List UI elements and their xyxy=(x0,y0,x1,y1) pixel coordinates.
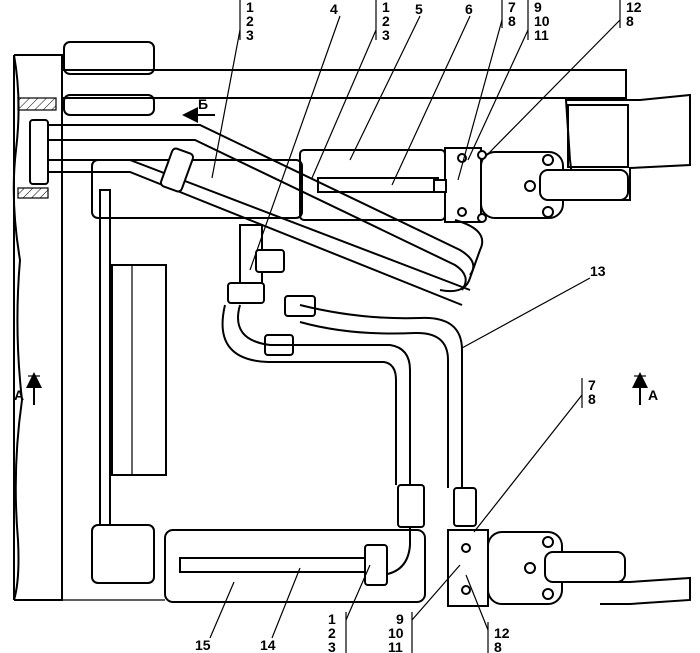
lower-cylinder-body xyxy=(164,529,426,603)
upper-bolt-1 xyxy=(542,154,554,166)
label-top-a-1: 1 xyxy=(246,0,254,15)
lower-cylinder-rod xyxy=(179,557,381,573)
label-bottom91011-11: 11 xyxy=(388,639,403,653)
lower-right-mount xyxy=(568,576,691,605)
hose-lower-left xyxy=(237,304,411,485)
top-rail-bracket-lower xyxy=(63,94,155,116)
marker-a-right: А xyxy=(648,387,658,403)
leader-b xyxy=(311,29,377,179)
hose-upper-3 xyxy=(40,159,471,291)
fitting-lower-1 xyxy=(397,484,425,528)
upper-bolt-3 xyxy=(524,180,536,192)
leader-bottom91011 xyxy=(411,564,461,621)
leader-78 xyxy=(457,19,503,181)
fitting-2 xyxy=(227,282,265,304)
fitting-1 xyxy=(255,249,285,273)
lower-cylinder-head xyxy=(447,529,489,607)
left-frame-outline xyxy=(12,54,24,601)
upper-nut xyxy=(433,179,447,193)
frame-hatch-top xyxy=(17,97,57,111)
label-bottom128-12: 12 xyxy=(494,625,510,641)
top-rail xyxy=(61,69,627,99)
label-top-b-1: 1 xyxy=(382,0,390,15)
leader-15 xyxy=(209,581,235,639)
label-mid78-8: 8 xyxy=(588,391,596,407)
leader-13 xyxy=(461,277,591,349)
label-bottom123-1: 1 xyxy=(328,611,336,627)
hose-13-a xyxy=(299,304,463,488)
leader-a xyxy=(211,29,241,179)
lower-clamp xyxy=(364,544,388,586)
side-plate xyxy=(111,264,167,476)
upper-bolt-5 xyxy=(457,207,467,217)
label-13: 13 xyxy=(590,263,606,279)
leader-mid78 xyxy=(473,394,583,533)
upper-bolt-6 xyxy=(477,150,487,160)
label-top-128-8: 8 xyxy=(626,13,634,29)
lower-left-block xyxy=(91,524,155,584)
label-top-a-3: 3 xyxy=(246,27,254,43)
label-4: 4 xyxy=(330,1,338,17)
upper-bolt-2 xyxy=(542,206,554,218)
leader-14 xyxy=(271,567,301,639)
hose-13-b xyxy=(299,321,449,488)
left-small-bracket xyxy=(29,119,49,185)
label-top-91011-10: 10 xyxy=(534,13,550,29)
label-top-78-7: 7 xyxy=(508,0,516,15)
leader-bottom128 xyxy=(465,574,489,631)
vertical-beam xyxy=(99,189,111,531)
frame-hatch-mid xyxy=(17,187,49,199)
lower-bolt-3 xyxy=(524,562,536,574)
label-bottom123-2: 2 xyxy=(328,625,336,641)
leader-5 xyxy=(349,15,421,161)
upper-left-cylinder xyxy=(91,159,303,219)
label-top-128-12: 12 xyxy=(626,0,642,15)
upper-bolt-7 xyxy=(477,213,487,223)
label-top-78-8: 8 xyxy=(508,13,516,29)
label-5: 5 xyxy=(415,1,423,17)
leader-128 xyxy=(483,19,621,159)
leader-bottom123 xyxy=(345,564,371,621)
lower-bolt-4 xyxy=(461,543,471,553)
lower-bolt-2 xyxy=(542,588,554,600)
label-top-b-2: 2 xyxy=(382,13,390,29)
marker-a-left: А xyxy=(14,387,24,403)
leader-4 xyxy=(249,15,341,271)
leader-91011 xyxy=(467,29,529,161)
label-14: 14 xyxy=(260,637,276,653)
label-15: 15 xyxy=(195,637,211,653)
label-top-a-2: 2 xyxy=(246,13,254,29)
label-top-91011-11: 11 xyxy=(534,27,549,43)
label-bottom91011-10: 10 xyxy=(388,625,404,641)
hose-lower-left-2 xyxy=(221,304,397,485)
label-6: 6 xyxy=(465,1,473,17)
hose-upper-4 xyxy=(40,171,463,306)
upper-cylinder-eye xyxy=(539,169,629,201)
lower-bolt-1 xyxy=(542,536,554,548)
label-bottom128-8: 8 xyxy=(494,639,502,653)
leader-6 xyxy=(391,15,471,186)
lower-bolt-5 xyxy=(461,585,471,595)
label-bottom91011-9: 9 xyxy=(396,611,404,627)
marker-b-view: Б xyxy=(198,96,208,112)
label-mid78-7: 7 xyxy=(588,377,596,393)
top-rail-bracket-left xyxy=(63,41,155,75)
fitting-lower-2 xyxy=(453,487,477,527)
upper-cylinder-body xyxy=(299,149,446,221)
label-top-91011-9: 9 xyxy=(534,0,542,15)
label-bottom123-3: 3 xyxy=(328,639,336,653)
label-top-b-3: 3 xyxy=(382,27,390,43)
right-mount-plate xyxy=(567,104,629,168)
lower-cylinder-eye xyxy=(544,551,626,583)
hose-loop xyxy=(439,219,484,293)
hose-clamp xyxy=(159,147,195,193)
